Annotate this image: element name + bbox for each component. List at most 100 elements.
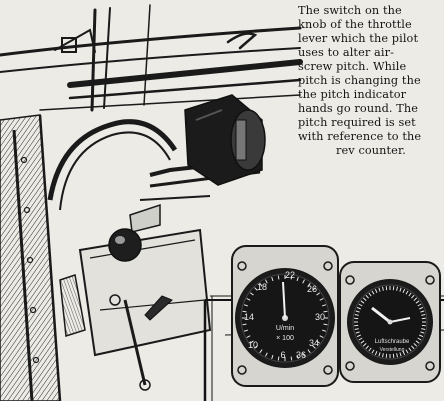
dial-tick xyxy=(307,349,311,354)
dial-tick xyxy=(413,343,418,347)
throttle-quadrant xyxy=(47,119,261,391)
dial-tick xyxy=(421,328,426,330)
dial-tick xyxy=(396,286,398,291)
dial-tick xyxy=(302,352,305,357)
dial-tick xyxy=(290,275,293,280)
dial-tick xyxy=(254,287,258,291)
dial-tick xyxy=(249,292,254,296)
dial-tick xyxy=(259,282,263,287)
dial-tick xyxy=(246,298,251,301)
dial-tick xyxy=(354,328,359,330)
dial-tick xyxy=(374,288,378,293)
dial-tick xyxy=(243,329,249,332)
dial-tick xyxy=(242,310,247,313)
dial-number-14: 14 xyxy=(244,312,254,322)
caption-line: rev counter. xyxy=(336,144,406,158)
dial-tick xyxy=(360,300,365,304)
dial-number-34: 34 xyxy=(309,338,319,348)
dial-tick xyxy=(371,290,375,295)
dial-tick xyxy=(302,279,305,284)
caption-line: hands go round. The xyxy=(298,102,419,116)
dial-tick xyxy=(362,343,367,347)
dial-tick xyxy=(360,340,365,344)
dial-tick xyxy=(277,356,280,361)
dial-tick xyxy=(399,287,402,292)
dial-tick xyxy=(402,288,406,293)
dial-tick xyxy=(365,294,369,299)
caption-line: with reference to the xyxy=(298,130,422,144)
dial-tick xyxy=(411,294,415,299)
dial-tick xyxy=(415,340,420,344)
pitch-indicator-maker: Luftschraube xyxy=(375,339,410,345)
dial-tick xyxy=(415,300,420,304)
dial-tick xyxy=(312,345,316,349)
caption-line: screw pitch. While xyxy=(298,60,407,74)
dial-tick xyxy=(408,347,412,352)
dial-tick xyxy=(356,306,361,310)
dial-tick xyxy=(399,352,402,357)
dial-tick xyxy=(316,340,321,344)
dial-tick xyxy=(296,276,299,282)
dial-tick xyxy=(368,347,372,352)
dial-tick xyxy=(356,334,361,338)
caption-line: pitch required is set xyxy=(298,116,416,130)
dial-number-10: 10 xyxy=(248,340,258,350)
rev-counter-multiplier: × 100 xyxy=(276,335,294,342)
dial-tick xyxy=(405,290,409,295)
dial-tick xyxy=(319,335,324,338)
dial-number-18: 18 xyxy=(257,282,267,292)
dial-tick xyxy=(420,331,425,334)
dial-tick xyxy=(323,310,328,313)
pitch-switch-housing xyxy=(184,94,266,186)
dial-tick xyxy=(396,353,398,358)
dial-tick xyxy=(413,297,418,301)
pitch-indicator: Luftschraube Verstellung xyxy=(339,261,441,383)
dial-tick xyxy=(405,349,409,354)
dial-tick xyxy=(259,349,263,354)
dial-tick xyxy=(265,279,268,284)
canopy-frame xyxy=(0,4,303,112)
rev-counter-ticks xyxy=(242,275,328,361)
throttle-knob xyxy=(108,228,173,321)
fuselage-frame xyxy=(0,114,62,401)
dial-tick xyxy=(417,337,422,341)
dial-tick xyxy=(277,275,280,280)
dial-tick xyxy=(271,354,274,360)
dial-tick xyxy=(355,310,360,313)
dial-tick xyxy=(382,286,384,291)
dial-tick xyxy=(411,345,415,350)
dial-number-22: 22 xyxy=(285,270,295,280)
rev-counter-unit: U/min xyxy=(276,325,294,332)
dial-tick xyxy=(365,345,369,350)
pitch-indicator-subtext: Verstellung xyxy=(380,347,405,353)
dial-number-36: 36 xyxy=(296,350,306,360)
dial-tick xyxy=(378,287,381,292)
dial-number-30: 30 xyxy=(315,312,325,322)
dial-tick xyxy=(378,352,381,357)
dial-tick xyxy=(249,340,254,344)
dial-tick xyxy=(316,292,321,296)
dial-tick xyxy=(271,276,274,282)
caption-line: knob of the throttle xyxy=(298,18,412,32)
dial-tick xyxy=(374,351,378,356)
dial-tick xyxy=(319,298,324,301)
dial-tick xyxy=(382,353,384,358)
dial-tick xyxy=(358,303,363,307)
caption-line: uses to alter air- xyxy=(298,46,395,60)
rev-counter: 10 14 18 22 26 30 34 36 6 U/min × 100 xyxy=(231,245,339,387)
dial-tick xyxy=(321,304,327,307)
dial-tick xyxy=(243,304,249,307)
dial-tick xyxy=(242,323,247,326)
dial-tick xyxy=(290,356,293,361)
dial-tick xyxy=(296,354,299,360)
dial-tick xyxy=(368,292,372,297)
caption-line: The switch on the xyxy=(298,4,402,17)
dial-number-6: 6 xyxy=(280,350,285,360)
dial-tick xyxy=(312,287,316,291)
dial-tick xyxy=(321,329,327,332)
dial-tick xyxy=(307,282,311,287)
dial-tick xyxy=(246,335,251,338)
dial-tick xyxy=(417,303,422,307)
